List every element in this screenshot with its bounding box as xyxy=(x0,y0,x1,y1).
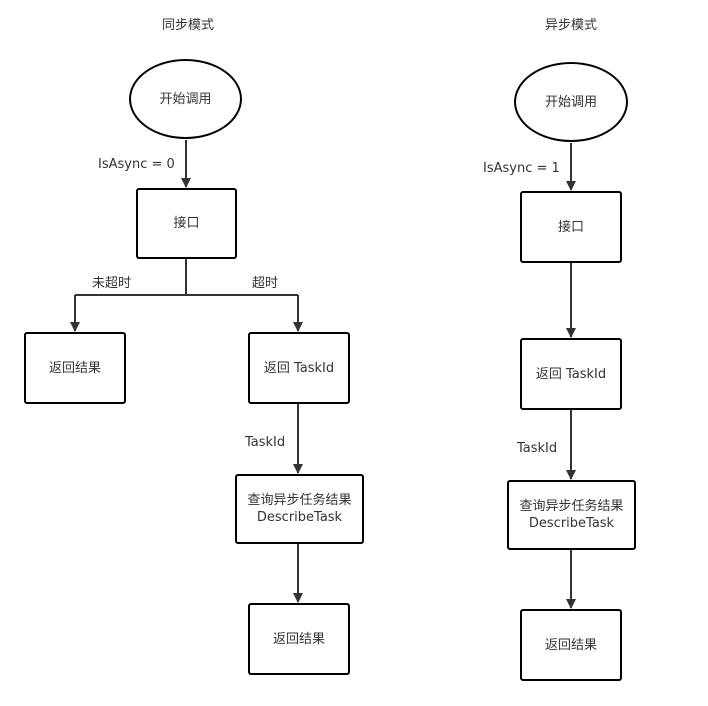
sync-return-result-label: 返回结果 xyxy=(48,360,101,376)
sync-taskid-label: TaskId xyxy=(245,435,286,450)
sync-return-result-node: 返回结果 xyxy=(24,332,126,404)
sync-start-node: 开始调用 xyxy=(129,59,242,139)
async-title: 异步模式 xyxy=(544,18,598,33)
sync-final-result-node: 返回结果 xyxy=(248,603,350,675)
async-return-taskid-node: 返回 TaskId xyxy=(520,338,622,410)
async-query-line1: 查询异步任务结果 xyxy=(519,499,624,514)
sync-query-line1: 查询异步任务结果 xyxy=(247,493,352,508)
sync-api-label: 接口 xyxy=(173,216,200,231)
sync-not-timeout-label: 未超时 xyxy=(92,276,132,291)
sync-final-result-label: 返回结果 xyxy=(272,631,325,647)
sync-title: 同步模式 xyxy=(161,18,215,33)
sync-query-node: 查询异步任务结果 DescribeTask xyxy=(235,474,364,544)
async-return-taskid-label: 返回 TaskId xyxy=(535,366,607,382)
async-condition-label: IsAsync = 1 xyxy=(483,161,560,176)
sync-api-node: 接口 xyxy=(136,188,237,259)
sync-condition-label: IsAsync = 0 xyxy=(98,157,175,172)
sync-return-taskid-label: 返回 TaskId xyxy=(263,360,335,376)
sync-start-label: 开始调用 xyxy=(159,91,212,107)
async-api-node: 接口 xyxy=(520,191,622,263)
async-query-line2: DescribeTask xyxy=(528,516,615,531)
async-final-result-node: 返回结果 xyxy=(520,609,622,681)
sync-split-line xyxy=(75,258,298,296)
sync-return-taskid-node: 返回 TaskId xyxy=(248,332,350,404)
sync-timeout-label: 超时 xyxy=(252,276,279,291)
async-start-label: 开始调用 xyxy=(544,94,597,110)
async-taskid-label: TaskId xyxy=(517,441,558,456)
async-api-label: 接口 xyxy=(557,219,584,235)
async-query-node: 查询异步任务结果 DescribeTask xyxy=(507,480,636,550)
async-start-node: 开始调用 xyxy=(514,62,628,142)
async-final-result-label: 返回结果 xyxy=(544,637,597,653)
sync-query-line2: DescribeTask xyxy=(256,510,343,525)
